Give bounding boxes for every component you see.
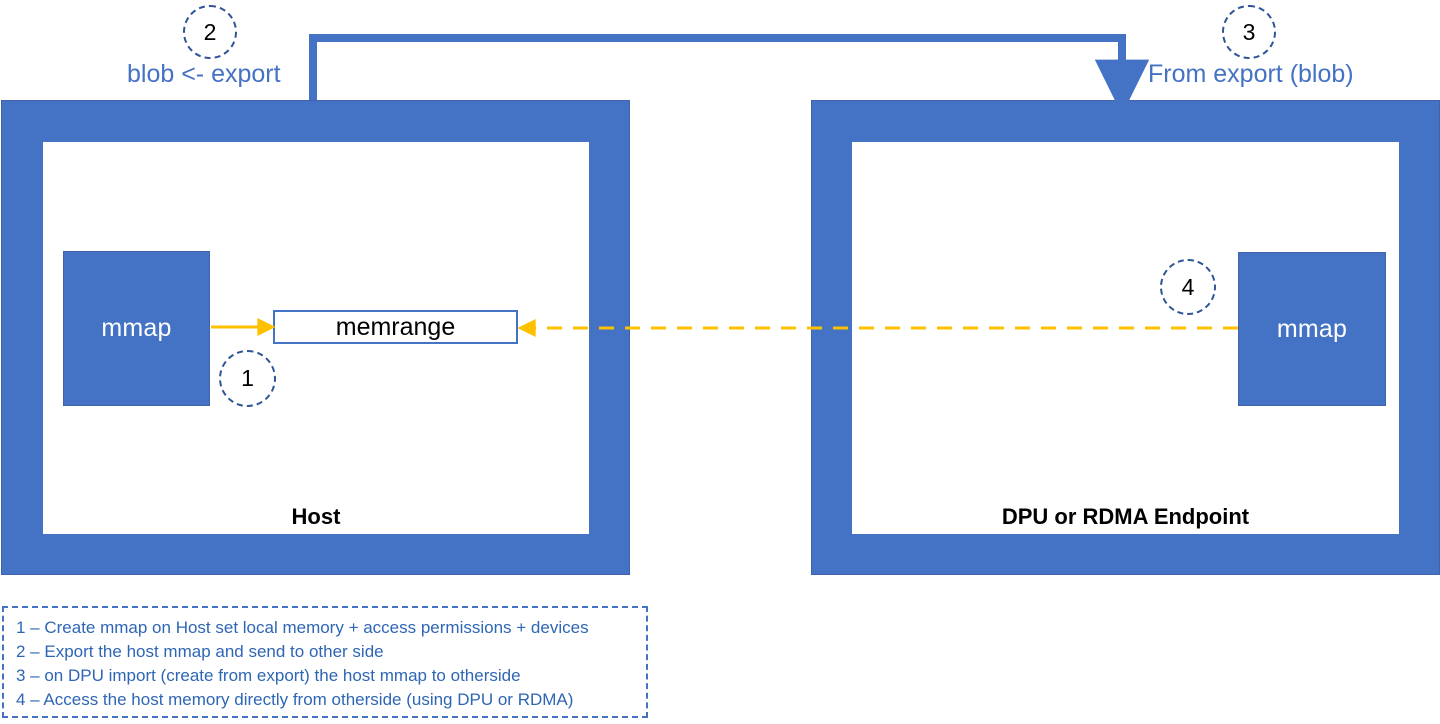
dpu-label: DPU or RDMA Endpoint — [851, 504, 1400, 530]
step-3-number: 3 — [1242, 18, 1256, 45]
legend-line-4: 4 – Access the host memory directly from… — [16, 690, 574, 710]
dpu-label-text: DPU or RDMA Endpoint — [1001, 504, 1250, 529]
dpu-mmap-block: mmap — [1238, 252, 1386, 406]
legend-line-1: 1 – Create mmap on Host set local memory… — [16, 618, 589, 637]
export-callout-label: blob <- export — [127, 60, 281, 89]
legend-line-2: 2 – Export the host mmap and send to oth… — [16, 642, 384, 662]
step-circle-3: 3 — [1222, 5, 1276, 59]
export-arrow — [309, 34, 1150, 115]
import-callout-label: From export (blob) — [1148, 60, 1354, 89]
step-circle-4: 4 — [1160, 259, 1216, 315]
memrange-block: memrange — [273, 310, 518, 344]
host-mmap-block: mmap — [63, 251, 210, 406]
legend-line-3: 3 – on DPU import (create from export) t… — [16, 666, 521, 686]
step-4-number: 4 — [1181, 273, 1195, 300]
export-callout-text: blob <- export — [127, 60, 281, 88]
step-1-number: 1 — [241, 365, 254, 391]
step-circle-2: 2 — [183, 5, 237, 59]
import-callout-text: From export (blob) — [1148, 60, 1354, 88]
host-label-text: Host — [291, 504, 341, 529]
step-circle-1: 1 — [219, 350, 276, 407]
step-2-number: 2 — [203, 18, 217, 45]
host-mmap-label: mmap — [101, 314, 172, 342]
host-label: Host — [42, 504, 590, 530]
memrange-label: memrange — [335, 312, 456, 341]
dpu-mmap-label: mmap — [1276, 314, 1348, 343]
legend-box: 1 – Create mmap on Host set local memory… — [2, 606, 648, 718]
